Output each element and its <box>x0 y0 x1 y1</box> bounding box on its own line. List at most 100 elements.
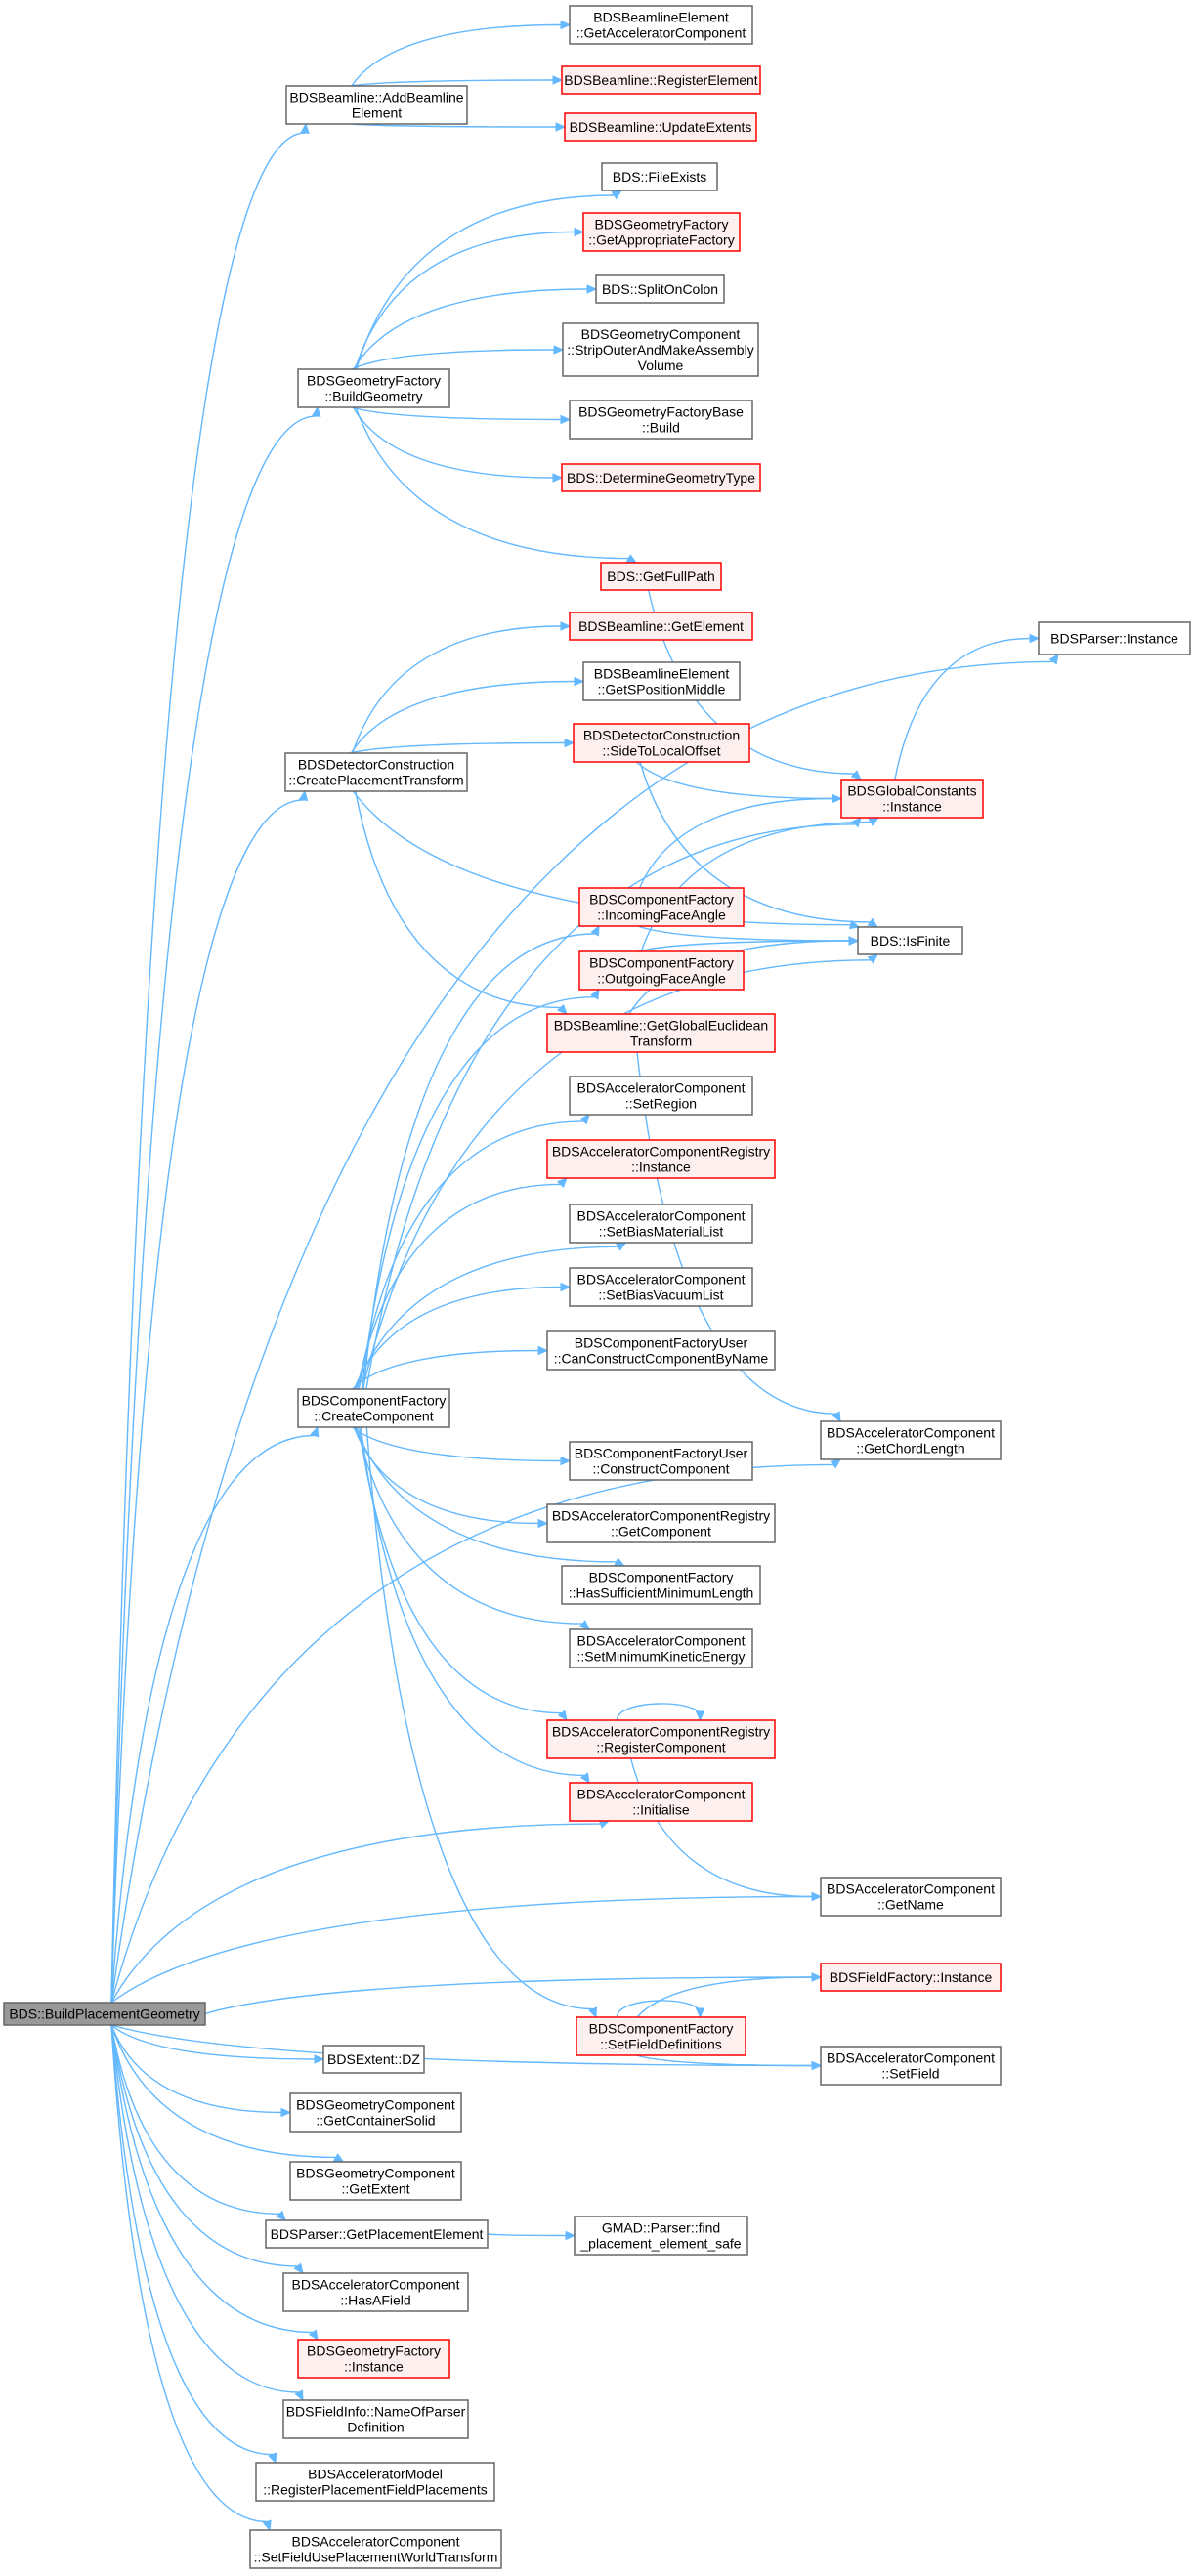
node-label: BDSGeometryFactoryBase <box>578 404 744 420</box>
function-node-extdz[interactable]: BDSExtent::DZ <box>322 2045 425 2074</box>
function-node-fieldfact[interactable]: BDSFieldFactory::Instance <box>820 1963 1002 1992</box>
node-label: BDSParser::Instance <box>1050 631 1178 647</box>
function-node-init[interactable]: BDSAcceleratorComponent::Initialise <box>569 1782 753 1822</box>
function-node-acreginst[interactable]: BDSAcceleratorComponentRegistry::Instanc… <box>546 1139 776 1179</box>
node-label: ::HasSufficientMinimumLength <box>569 1585 754 1601</box>
node-label: Volume <box>638 358 684 373</box>
call-edge-line <box>350 123 557 128</box>
call-edge-line <box>894 637 1031 781</box>
function-node-setfield[interactable]: BDSAcceleratorComponent::SetField <box>820 2046 1002 2086</box>
function-node-outgoing[interactable]: BDSComponentFactory::OutgoingFaceAngle <box>578 950 745 991</box>
function-node-isfinite[interactable]: BDS::IsFinite <box>857 926 963 955</box>
node-box <box>546 1330 776 1371</box>
node-box <box>285 85 468 125</box>
arrowhead <box>560 1456 572 1466</box>
function-node-getextent[interactable]: BDSGeometryComponent::GetExtent <box>289 2161 462 2201</box>
function-node-parser[interactable]: BDSParser::Instance <box>1038 621 1191 655</box>
function-node-hassuff[interactable]: BDSComponentFactory::HasSufficientMinimu… <box>561 1565 761 1605</box>
function-node-chord[interactable]: BDSAcceleratorComponent::GetChordLength <box>820 1420 1002 1460</box>
node-label: BDS::BuildPlacementGeometry <box>9 2006 199 2022</box>
function-node-constcomp[interactable]: BDSComponentFactoryUser::ConstructCompon… <box>569 1441 753 1481</box>
function-node-setbiasvac[interactable]: BDSAcceleratorComponent::SetBiasVacuumLi… <box>569 1267 753 1307</box>
call-edge-line <box>362 933 595 1390</box>
node-label: BDS::DetermineGeometryType <box>567 470 755 486</box>
call-edge <box>351 20 572 87</box>
function-node-strip[interactable]: BDSGeometryComponent::StripOuterAndMakeA… <box>562 322 759 377</box>
call-edge <box>351 406 572 425</box>
call-edge-line <box>616 2000 702 2018</box>
function-node-createcomp[interactable]: BDSComponentFactory::CreateComponent <box>297 1388 450 1428</box>
node-box <box>561 1565 761 1605</box>
node-box <box>562 322 759 377</box>
function-node-contsolid[interactable]: BDSGeometryComponent::GetContainerSolid <box>289 2092 462 2133</box>
function-node-globconst[interactable]: BDSGlobalConstants::Instance <box>840 779 984 819</box>
node-label: ::SetMinimumKineticEnergy <box>577 1649 746 1665</box>
function-node-setbiasmat[interactable]: BDSAcceleratorComponent::SetBiasMaterial… <box>569 1204 753 1244</box>
node-box <box>297 2339 450 2379</box>
function-node-filex[interactable]: BDS::FileExists <box>601 162 718 191</box>
node-label: BDSBeamlineElement <box>593 10 729 25</box>
arrowhead <box>314 2054 325 2064</box>
function-node-fullpath[interactable]: BDS::GetFullPath <box>600 562 722 591</box>
node-label: BDSComponentFactory <box>589 892 734 908</box>
function-node-gfbuild[interactable]: BDSGeometryFactoryBase::Build <box>569 400 753 440</box>
node-label: BDSComponentFactoryUser <box>575 1446 748 1461</box>
arrowhead <box>557 1710 568 1722</box>
function-node-getspos[interactable]: BDSBeamlineElement::GetSPositionMiddle <box>582 661 741 701</box>
function-node-regcomp[interactable]: BDSAcceleratorComponentRegistry::Registe… <box>546 1719 776 1759</box>
call-edge <box>365 817 862 1390</box>
call-edge-line <box>110 2024 336 2159</box>
function-node-updext[interactable]: BDSBeamline::UpdateExtents <box>564 112 757 142</box>
node-label: ::GetContainerSolid <box>316 2113 435 2129</box>
node-box <box>3 2002 206 2026</box>
call-edge <box>351 345 565 370</box>
arrowhead <box>578 1620 590 1630</box>
function-node-setfielddef[interactable]: BDSComponentFactory::SetFieldDefinitions <box>576 2016 746 2056</box>
function-node-setregion[interactable]: BDSAcceleratorComponent::SetRegion <box>569 1076 753 1116</box>
call-edge <box>110 2024 319 2342</box>
arrowhead <box>695 1710 705 1722</box>
function-node-side[interactable]: BDSDetectorConstruction::SideToLocalOffs… <box>573 723 750 763</box>
function-node-hasafield[interactable]: BDSAcceleratorComponent::HasAField <box>282 2272 469 2312</box>
node-box <box>561 463 761 492</box>
function-node-createpl[interactable]: BDSDetectorConstruction::CreatePlacement… <box>284 752 468 792</box>
call-edge-line <box>110 799 304 2004</box>
function-node-regelem[interactable]: BDSBeamline::RegisterElement <box>561 65 761 95</box>
function-node-getaccel[interactable]: BDSBeamlineElement::GetAcceleratorCompon… <box>569 5 753 45</box>
function-node-setfielduse[interactable]: BDSAcceleratorComponent::SetFieldUsePlac… <box>249 2529 502 2569</box>
arrowhead <box>868 817 880 826</box>
function-node-cancons[interactable]: BDSComponentFactoryUser::CanConstructCom… <box>546 1330 776 1371</box>
call-edge-line <box>110 415 317 2004</box>
node-label: BDSComponentFactory <box>589 955 734 971</box>
call-edge <box>635 761 843 804</box>
node-box <box>289 2092 462 2133</box>
node-box <box>322 2045 425 2074</box>
function-node-getelem[interactable]: BDSBeamline::GetElement <box>569 612 753 641</box>
function-node-root[interactable]: BDS::BuildPlacementGeometry <box>3 2002 206 2026</box>
function-node-gmad[interactable]: GMAD::Parser::find_placement_element_saf… <box>574 2216 748 2256</box>
node-label: Transform <box>630 1034 692 1049</box>
function-node-buildgeo[interactable]: BDSGeometryFactory::BuildGeometry <box>297 368 450 408</box>
function-node-regplace[interactable]: BDSAcceleratorModel::RegisterPlacementFi… <box>255 2462 495 2502</box>
call-edge-line <box>616 1703 702 1721</box>
call-edge <box>356 1177 568 1390</box>
call-edge <box>110 2024 286 2221</box>
function-node-setminke[interactable]: BDSAcceleratorComponent::SetMinimumKinet… <box>569 1628 753 1668</box>
function-node-getcomp[interactable]: BDSAcceleratorComponentRegistry::GetComp… <box>546 1503 776 1543</box>
node-label: BDSAcceleratorComponent <box>827 1881 995 1897</box>
function-node-detgeo[interactable]: BDS::DetermineGeometryType <box>561 463 761 492</box>
function-node-geofinst[interactable]: BDSGeometryFactory::Instance <box>297 2339 450 2379</box>
call-edge-line <box>356 1183 561 1390</box>
call-edge <box>894 633 1041 781</box>
function-node-incoming[interactable]: BDSComponentFactory::IncomingFaceAngle <box>578 887 745 927</box>
node-box <box>564 112 757 142</box>
function-node-split[interactable]: BDS::SplitOnColon <box>595 274 725 304</box>
node-label: BDSAcceleratorComponent <box>292 2534 460 2550</box>
function-node-getappr[interactable]: BDSGeometryFactory::GetAppropriateFactor… <box>582 212 741 252</box>
function-node-getname[interactable]: BDSAcceleratorComponent::GetName <box>820 1877 1002 1917</box>
function-node-getplel[interactable]: BDSParser::GetPlacementElement <box>265 2219 489 2249</box>
node-box <box>569 1204 753 1244</box>
